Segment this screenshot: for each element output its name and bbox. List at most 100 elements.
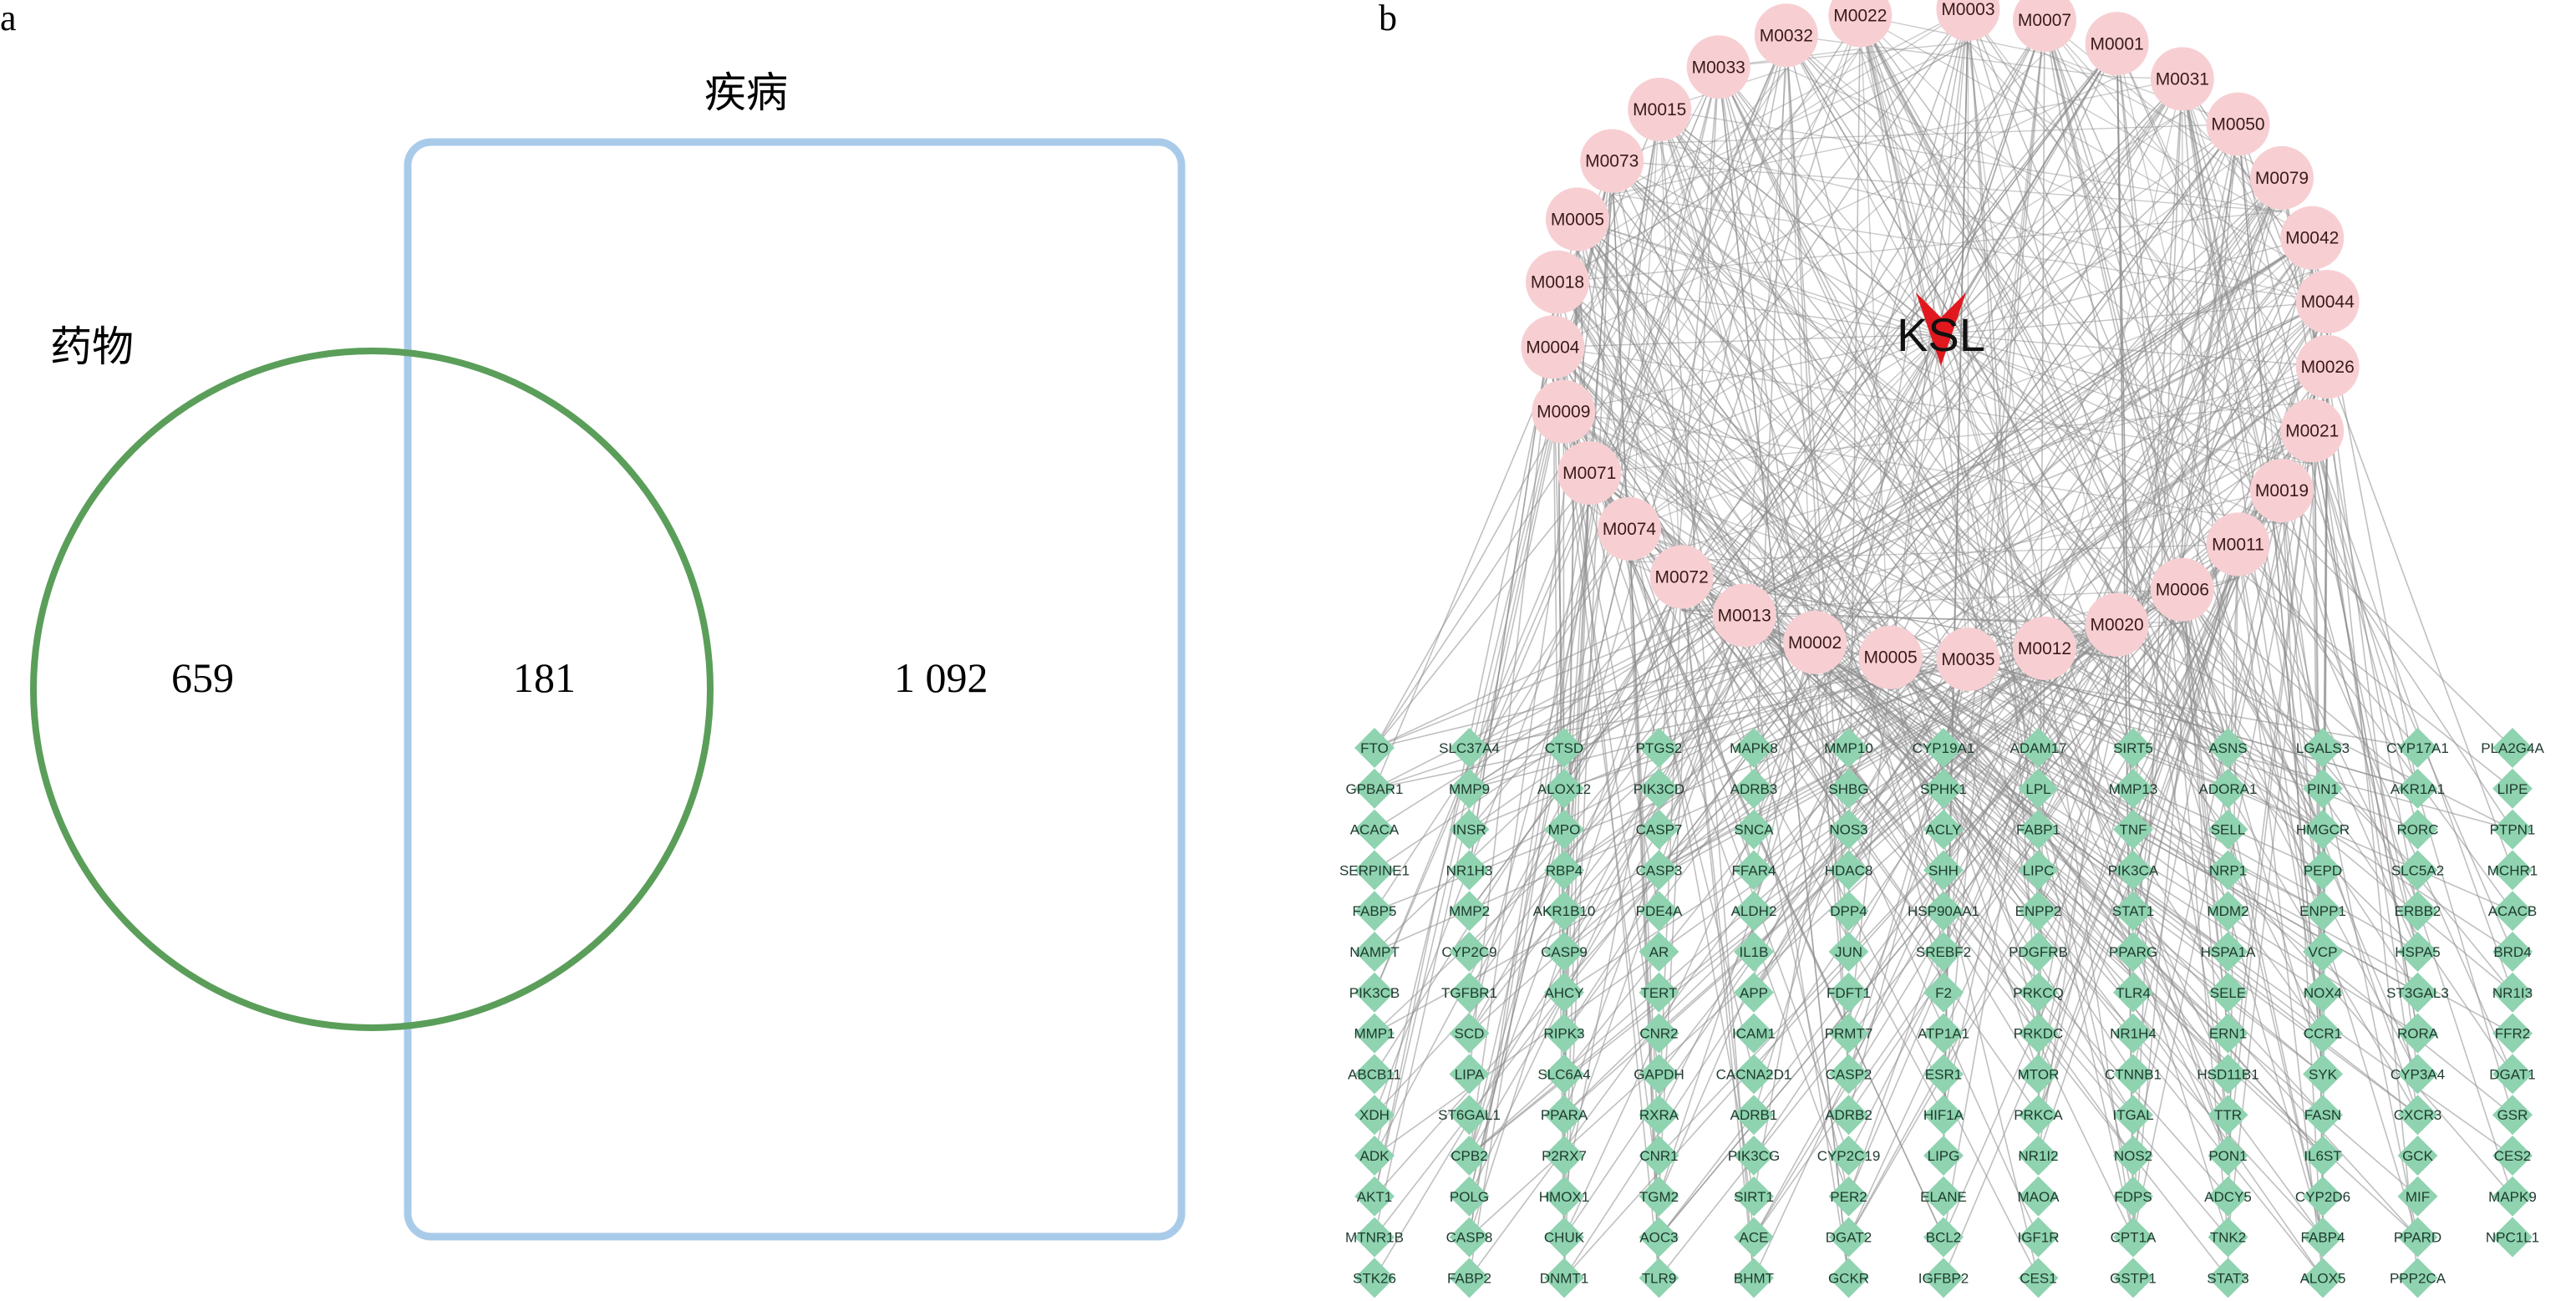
molecule-node[interactable]: M0035	[1936, 628, 2000, 692]
gene-node[interactable]: ACE	[1734, 1217, 1774, 1258]
gene-node[interactable]: HSPA1A	[2201, 932, 2256, 972]
gene-node[interactable]: MPO	[1544, 809, 1584, 850]
gene-node[interactable]: CASP9	[1541, 932, 1588, 972]
gene-node[interactable]: ST3GAL3	[2386, 972, 2449, 1013]
gene-node[interactable]: SCD	[1449, 1013, 1490, 1054]
gene-node[interactable]: TNF	[2113, 809, 2153, 850]
gene-node[interactable]: MMP2	[1449, 891, 1490, 932]
gene-node[interactable]: NPC1L1	[2486, 1217, 2539, 1258]
gene-node[interactable]: ABCB11	[1348, 1054, 1401, 1095]
gene-node[interactable]: PIK3CD	[1633, 768, 1684, 809]
gene-node[interactable]: HSPA5	[2395, 932, 2441, 972]
molecule-node[interactable]: M0074	[1598, 496, 1662, 561]
gene-node[interactable]: HDAC8	[1825, 850, 1873, 891]
gene-node[interactable]: SREBF2	[1916, 932, 1971, 972]
gene-node[interactable]: IL6ST	[2303, 1136, 2343, 1176]
gene-node[interactable]: RORC	[2396, 809, 2439, 850]
gene-node[interactable]: LGALS3	[2296, 728, 2350, 768]
gene-node[interactable]: CTNNB1	[2105, 1054, 2162, 1095]
molecule-node[interactable]: M0011	[2206, 512, 2270, 577]
gene-node[interactable]: CASP7	[1636, 809, 1683, 850]
gene-node[interactable]: LIPG	[1923, 1136, 1964, 1176]
gene-node[interactable]: ERBB2	[2395, 891, 2441, 932]
gene-node[interactable]: FASN	[2303, 1095, 2343, 1136]
gene-node[interactable]: AKT1	[1354, 1176, 1395, 1217]
gene-node[interactable]: GCKR	[1828, 1258, 1869, 1298]
gene-node[interactable]: NOS2	[2113, 1136, 2153, 1176]
gene-node[interactable]: TERT	[1639, 972, 1679, 1013]
molecule-node[interactable]: M0003	[1936, 0, 2000, 41]
gene-node[interactable]: NR1I2	[2018, 1136, 2059, 1176]
gene-node[interactable]: PPARD	[2394, 1217, 2441, 1258]
gene-node[interactable]: TLR9	[1639, 1258, 1679, 1298]
gene-node[interactable]: GSR	[2492, 1095, 2533, 1136]
gene-node[interactable]: FDPS	[2113, 1176, 2153, 1217]
gene-node[interactable]: PRKDC	[2014, 1013, 2064, 1054]
gene-node[interactable]: ITGAL	[2112, 1095, 2154, 1136]
gene-node[interactable]: ALDH2	[1731, 891, 1777, 932]
gene-node[interactable]: BRD4	[2492, 932, 2533, 972]
molecule-node[interactable]: M0004	[1521, 315, 1585, 379]
gene-node[interactable]: MIF	[2397, 1176, 2438, 1217]
gene-node[interactable]: PIN1	[2303, 768, 2343, 809]
gene-node[interactable]: MDM2	[2207, 891, 2249, 932]
gene-node[interactable]: IGFBP2	[1918, 1258, 1969, 1298]
gene-node[interactable]: PLA2G4A	[2481, 728, 2544, 768]
gene-node[interactable]: NR1H4	[2110, 1013, 2157, 1054]
gene-node[interactable]: PDGFRB	[2009, 932, 2068, 972]
gene-node[interactable]: PIK3CG	[1728, 1136, 1780, 1176]
gene-node[interactable]: XDH	[1354, 1095, 1395, 1136]
gene-node[interactable]: PER2	[1828, 1176, 1869, 1217]
gene-node[interactable]: STAT3	[2207, 1258, 2249, 1298]
gene-node[interactable]: FFR2	[2492, 1013, 2533, 1054]
gene-node[interactable]: PRKCQ	[2013, 972, 2064, 1013]
gene-node[interactable]: MMP9	[1449, 768, 1490, 809]
gene-node[interactable]: TTR	[2208, 1095, 2248, 1136]
gene-node[interactable]: CPT1A	[2111, 1217, 2157, 1258]
gene-node[interactable]: GAPDH	[1633, 1054, 1684, 1095]
molecule-node[interactable]: M0032	[1754, 3, 1818, 68]
gene-node[interactable]: CPB2	[1449, 1136, 1490, 1176]
molecule-node[interactable]: M0005	[1858, 625, 1923, 689]
molecule-node[interactable]: M0031	[2150, 47, 2214, 111]
gene-node[interactable]: POLG	[1449, 1176, 1490, 1217]
gene-node[interactable]: DNMT1	[1540, 1258, 1589, 1298]
gene-node[interactable]: P2RX7	[1542, 1136, 1587, 1176]
gene-node[interactable]: CHUK	[1544, 1217, 1585, 1258]
gene-node[interactable]: GSTP1	[2110, 1258, 2157, 1298]
gene-node[interactable]: ACLY	[1923, 809, 1964, 850]
molecule-node[interactable]: M0001	[2085, 12, 2149, 76]
gene-node[interactable]: CASP8	[1446, 1217, 1493, 1258]
gene-node[interactable]: PPARG	[2109, 932, 2157, 972]
gene-node[interactable]: ADRB1	[1730, 1095, 1778, 1136]
gene-node[interactable]: FTO	[1354, 728, 1395, 768]
molecule-node[interactable]: M0013	[1712, 583, 1776, 648]
gene-node[interactable]: HSD11B1	[2197, 1054, 2259, 1095]
gene-node[interactable]: DGAT2	[1826, 1217, 1872, 1258]
gene-node[interactable]: ST6GAL1	[1438, 1095, 1501, 1136]
gene-node[interactable]: AR	[1639, 932, 1679, 972]
gene-node[interactable]: CYP19A1	[1913, 728, 1975, 768]
gene-node[interactable]: CNR2	[1639, 1013, 1679, 1054]
gene-node[interactable]: RXRA	[1639, 1095, 1679, 1136]
molecule-node[interactable]: M0079	[2250, 145, 2314, 210]
gene-node[interactable]: ERN1	[2208, 1013, 2248, 1054]
gene-node[interactable]: PRMT7	[1825, 1013, 1873, 1054]
gene-node[interactable]: ADAM17	[2009, 728, 2067, 768]
gene-node[interactable]: MMP13	[2109, 768, 2158, 809]
gene-node[interactable]: RORA	[2397, 1013, 2439, 1054]
gene-node[interactable]: PIK3CA	[2108, 850, 2159, 891]
gene-node[interactable]: HIF1A	[1923, 1095, 1964, 1136]
gene-node[interactable]: ADRB2	[1825, 1095, 1872, 1136]
gene-node[interactable]: CCR1	[2303, 1013, 2343, 1054]
gene-node[interactable]: ADORA1	[2199, 768, 2258, 809]
gene-node[interactable]: CYP3A4	[2391, 1054, 2445, 1095]
molecule-node[interactable]: M0018	[1525, 250, 1589, 314]
gene-node[interactable]: ENPP1	[2299, 891, 2346, 932]
gene-node[interactable]: ENPP2	[2015, 891, 2062, 932]
gene-node[interactable]: SLC6A4	[1537, 1054, 1591, 1095]
gene-node[interactable]: PEPD	[2303, 850, 2343, 891]
gene-node[interactable]: RBP4	[1544, 850, 1584, 891]
gene-node[interactable]: CXCR3	[2394, 1095, 2442, 1136]
molecule-node[interactable]: M0019	[2250, 459, 2314, 523]
